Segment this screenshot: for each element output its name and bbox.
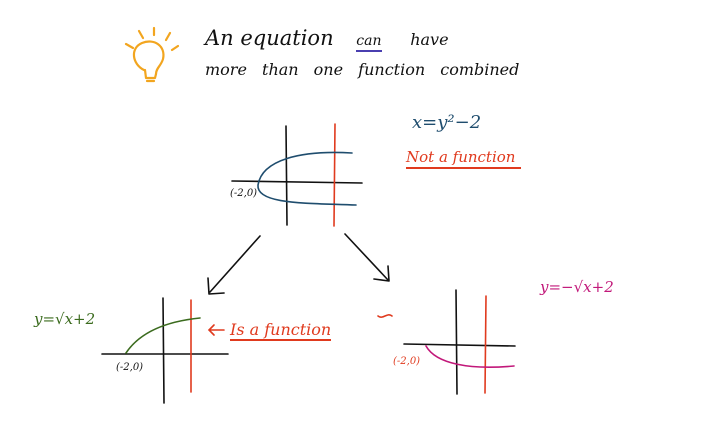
header-line1-emphasis: can [356, 33, 382, 52]
header-line1: An equation can have [205, 26, 449, 52]
right-graph-y-axis [455, 289, 458, 395]
top-graph-equation: x=y²−2 [412, 112, 482, 133]
left-graph-y-axis [162, 297, 165, 404]
right-graph-point-label: (-2,0) [393, 356, 421, 367]
header-line1-suffix: have [410, 30, 449, 49]
right-squiggle [377, 314, 393, 318]
left-graph-curve [125, 317, 201, 354]
left-graph-note: Is a function [230, 320, 332, 341]
right-graph-x-axis [403, 343, 516, 347]
left-pointer-arrow [207, 324, 225, 336]
left-graph [101, 297, 229, 404]
left-graph-point-label: (-2,0) [116, 362, 144, 373]
top-graph [231, 123, 363, 227]
header-line2: more than one function combined [205, 60, 520, 79]
top-graph-point-label: (-2,0) [230, 188, 258, 199]
top-graph-note: Not a function [406, 150, 522, 169]
right-graph-vertical-line-test [484, 295, 487, 394]
arrow-left [207, 235, 261, 295]
right-graph-equation: y=−√x+2 [540, 278, 614, 296]
left-graph-equation: y=√x+2 [34, 310, 96, 328]
top-graph-parabola [257, 151, 357, 206]
right-graph [403, 289, 516, 395]
right-graph-curve [425, 345, 515, 368]
header-line1-prefix: An equation [205, 26, 334, 50]
top-graph-y-axis [285, 125, 288, 226]
top-graph-x-axis [231, 180, 363, 184]
arrow-right [344, 233, 390, 282]
top-graph-vertical-line-test [333, 123, 336, 227]
